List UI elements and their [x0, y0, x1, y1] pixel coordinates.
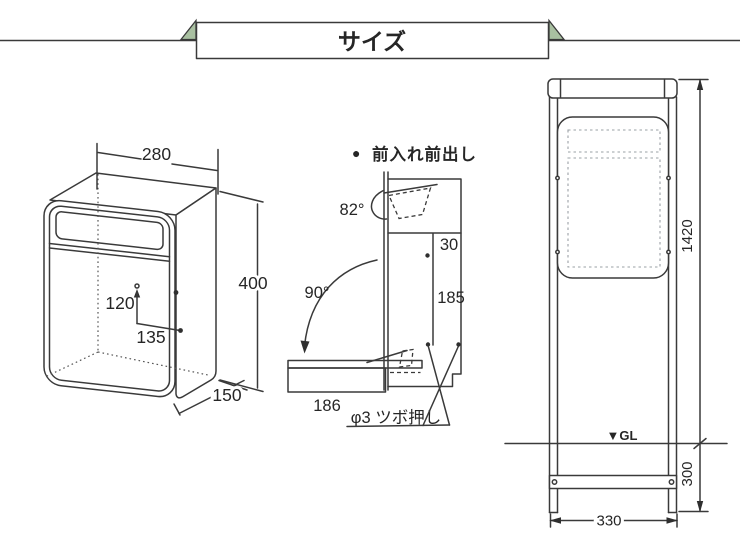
dim-depth: 150	[173, 379, 248, 416]
flap-angle-arc	[370, 189, 388, 220]
front-view: ▼GL 1420 300 330	[504, 78, 728, 533]
front-door-hidden	[567, 157, 661, 268]
mount-clip	[555, 249, 560, 255]
hidden-edge-right	[97, 351, 209, 376]
mount-clip	[555, 175, 560, 181]
flap-bottom-line	[48, 242, 171, 258]
dim-stand-width: 330	[549, 510, 678, 533]
top-flap-open: 82°	[340, 183, 438, 220]
dim-pushpoints: 30 185	[425, 232, 465, 347]
mailbox-body	[556, 116, 670, 279]
push-point-note-label: φ3 ツボ押し	[351, 408, 441, 427]
ribbon-banner	[195, 21, 550, 60]
front-door-swing: 90°	[300, 259, 378, 354]
dim-330-label: 330	[596, 513, 621, 530]
body-outline	[387, 178, 462, 388]
dim-height: 400	[219, 190, 271, 393]
ribbon-fold-left	[179, 18, 197, 41]
latch-arm	[366, 349, 408, 364]
opened-tray: 186	[287, 348, 423, 415]
hidden-edge-left	[44, 351, 99, 378]
note-leader-1	[427, 346, 451, 426]
tray-length-label: 186	[313, 397, 341, 415]
dim-below-ground: 300	[678, 442, 709, 513]
isometric-view: 280 400 150 120 135	[43, 142, 271, 416]
ribbon-fold-right	[548, 18, 566, 41]
slot-flap-hidden	[567, 129, 661, 153]
header-ribbon: サイズ	[0, 18, 740, 60]
stand-top-bar	[547, 78, 678, 99]
dim-1420-label: 1420	[679, 219, 696, 252]
crossbar-bolt-right	[668, 479, 675, 485]
dim-300-label: 300	[679, 461, 696, 486]
flap-bottom-line2	[48, 247, 171, 262]
dim-width: 280	[96, 142, 219, 195]
arc-arrowhead	[300, 340, 310, 354]
dim-185-label: 185	[437, 289, 465, 307]
push-point-lower	[425, 342, 431, 347]
dim-width-label: 280	[142, 144, 171, 164]
push-point-upper	[425, 253, 430, 258]
latch-point-upper	[173, 290, 179, 295]
dim-above-ground: 1420	[678, 78, 709, 450]
mail-slot-flap	[55, 211, 164, 251]
dim-depth-label: 150	[212, 385, 241, 405]
mount-clip	[666, 249, 671, 255]
section-view: ● 前入れ前出し 30 185 82° 90°	[287, 144, 477, 428]
push-point-note: φ3 ツボ押し	[346, 342, 461, 428]
page-title: サイズ	[338, 29, 406, 55]
note-underline	[346, 424, 451, 428]
box-side-face	[175, 187, 217, 399]
dim-latch: 120 135	[105, 283, 183, 347]
push-point-side	[456, 342, 461, 347]
ground-crossbar	[548, 474, 678, 490]
front-inner-outline	[48, 205, 171, 392]
note-leader-2	[422, 345, 460, 427]
mount-clip	[666, 175, 671, 181]
flap-angle-label: 82°	[340, 201, 365, 219]
dim-latch-h-label: 135	[136, 327, 165, 347]
latch-point-lower	[178, 328, 183, 333]
door-angle-arc	[303, 259, 378, 347]
dim-latch-v-label: 120	[105, 293, 134, 313]
dim-30-label: 30	[440, 236, 458, 254]
ground-line-label: ▼GL	[607, 428, 638, 443]
door-angle-label: 90°	[305, 284, 330, 302]
section-title: 前入れ前出し	[372, 144, 477, 164]
box-front-face	[43, 199, 176, 398]
latch-hook-hidden	[398, 348, 414, 368]
crossbar-bolt-left	[551, 479, 558, 485]
section-bullet-icon: ●	[352, 145, 360, 161]
front-outer-outline	[43, 199, 176, 398]
dim-height-label: 400	[238, 273, 267, 293]
